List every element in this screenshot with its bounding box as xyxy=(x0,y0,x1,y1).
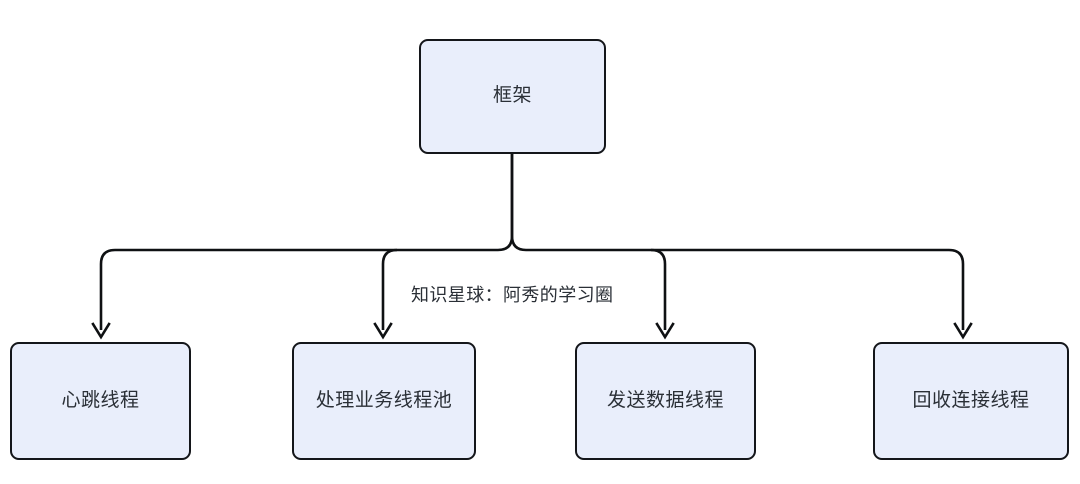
edge-stem xyxy=(497,154,514,252)
node-send-data-thread-label: 发送数据线程 xyxy=(606,389,724,411)
node-recycle-connection-thread-label: 回收连接线程 xyxy=(912,389,1030,411)
arrowhead-send-icon xyxy=(655,322,675,340)
node-heartbeat-thread[interactable]: 心跳线程 xyxy=(10,342,191,460)
arrowhead-heartbeat-icon xyxy=(91,322,111,340)
node-recycle-connection-thread[interactable]: 回收连接线程 xyxy=(873,342,1069,460)
node-framework-label: 框架 xyxy=(492,85,532,107)
arrowhead-recycle-icon xyxy=(953,322,973,340)
edge-stem-right xyxy=(510,154,527,252)
edge-label-watermark: 知识星球：阿秀的学习圈 xyxy=(408,281,617,307)
arrowhead-business-icon xyxy=(373,322,393,340)
edge-branch-business xyxy=(381,248,398,330)
node-business-thread-pool-label: 处理业务线程池 xyxy=(315,389,453,411)
edge-branch-heartbeat xyxy=(99,248,116,330)
edge-branch-recycle xyxy=(948,248,965,330)
node-heartbeat-thread-label: 心跳线程 xyxy=(61,389,140,411)
node-framework[interactable]: 框架 xyxy=(419,39,606,154)
node-business-thread-pool[interactable]: 处理业务线程池 xyxy=(292,342,476,460)
node-send-data-thread[interactable]: 发送数据线程 xyxy=(575,342,756,460)
edge-branch-send xyxy=(650,248,667,330)
